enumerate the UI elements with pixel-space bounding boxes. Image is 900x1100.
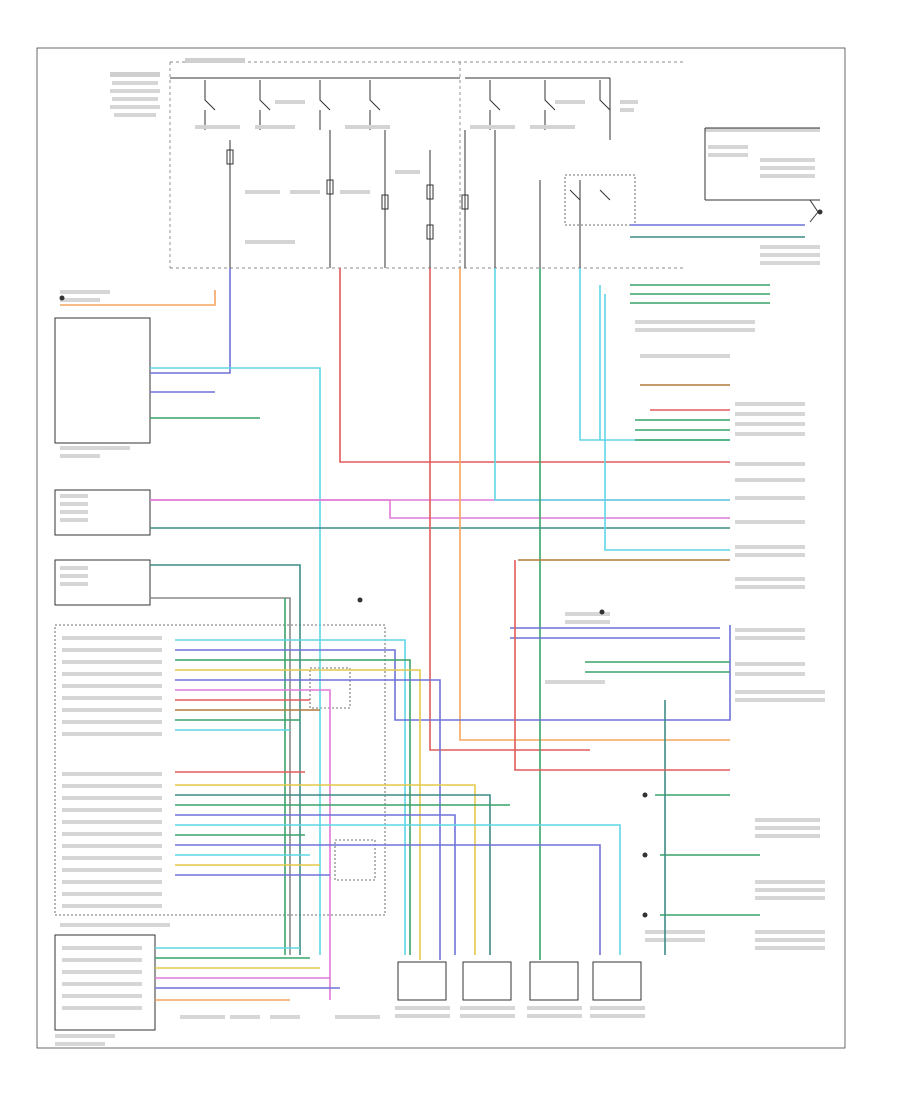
left-module-sensor-b [54,559,151,606]
wire-pink-7 [150,499,730,519]
left-module-rear-control [54,923,170,1046]
wire-red-6 [339,268,730,463]
wire-orange-11 [459,268,730,741]
left-module-sensor-a [54,489,151,536]
wire-yellow-31 [175,669,421,960]
wire-yellow-39 [175,784,476,955]
bottom-actuators [180,961,645,1019]
wire-blue-42 [175,814,456,955]
wire-cyan-28 [175,639,406,955]
wire-blue-45 [175,844,601,955]
top-right-switch [630,127,820,265]
colored-wires [60,268,770,1001]
wire-pink-33 [175,689,331,1000]
left-module-hvac-control [54,624,386,916]
wire-green-30 [175,659,411,955]
wire-teal-25 [150,564,301,955]
wire-orange-1 [60,290,216,306]
right-side-labels [545,320,825,950]
wire-blue-2 [150,268,231,374]
wire-gray-26 [150,597,291,955]
top-left-label-block [110,72,160,117]
top-relay-box [169,58,685,269]
wire-cyan-5 [150,367,321,955]
wire-teal-40 [175,794,491,955]
left-module-blower [54,290,151,458]
wire-cyan-12 [494,268,730,501]
wire-cyan-19 [604,294,730,551]
wire-blue-29 [175,625,731,721]
ground-markers [59,209,823,918]
wire-blue-32 [175,679,441,960]
diagram-frame [36,47,846,1049]
wire-red-64 [514,560,730,771]
wire-cyan-43 [175,824,621,955]
wire-red-10 [429,268,590,751]
